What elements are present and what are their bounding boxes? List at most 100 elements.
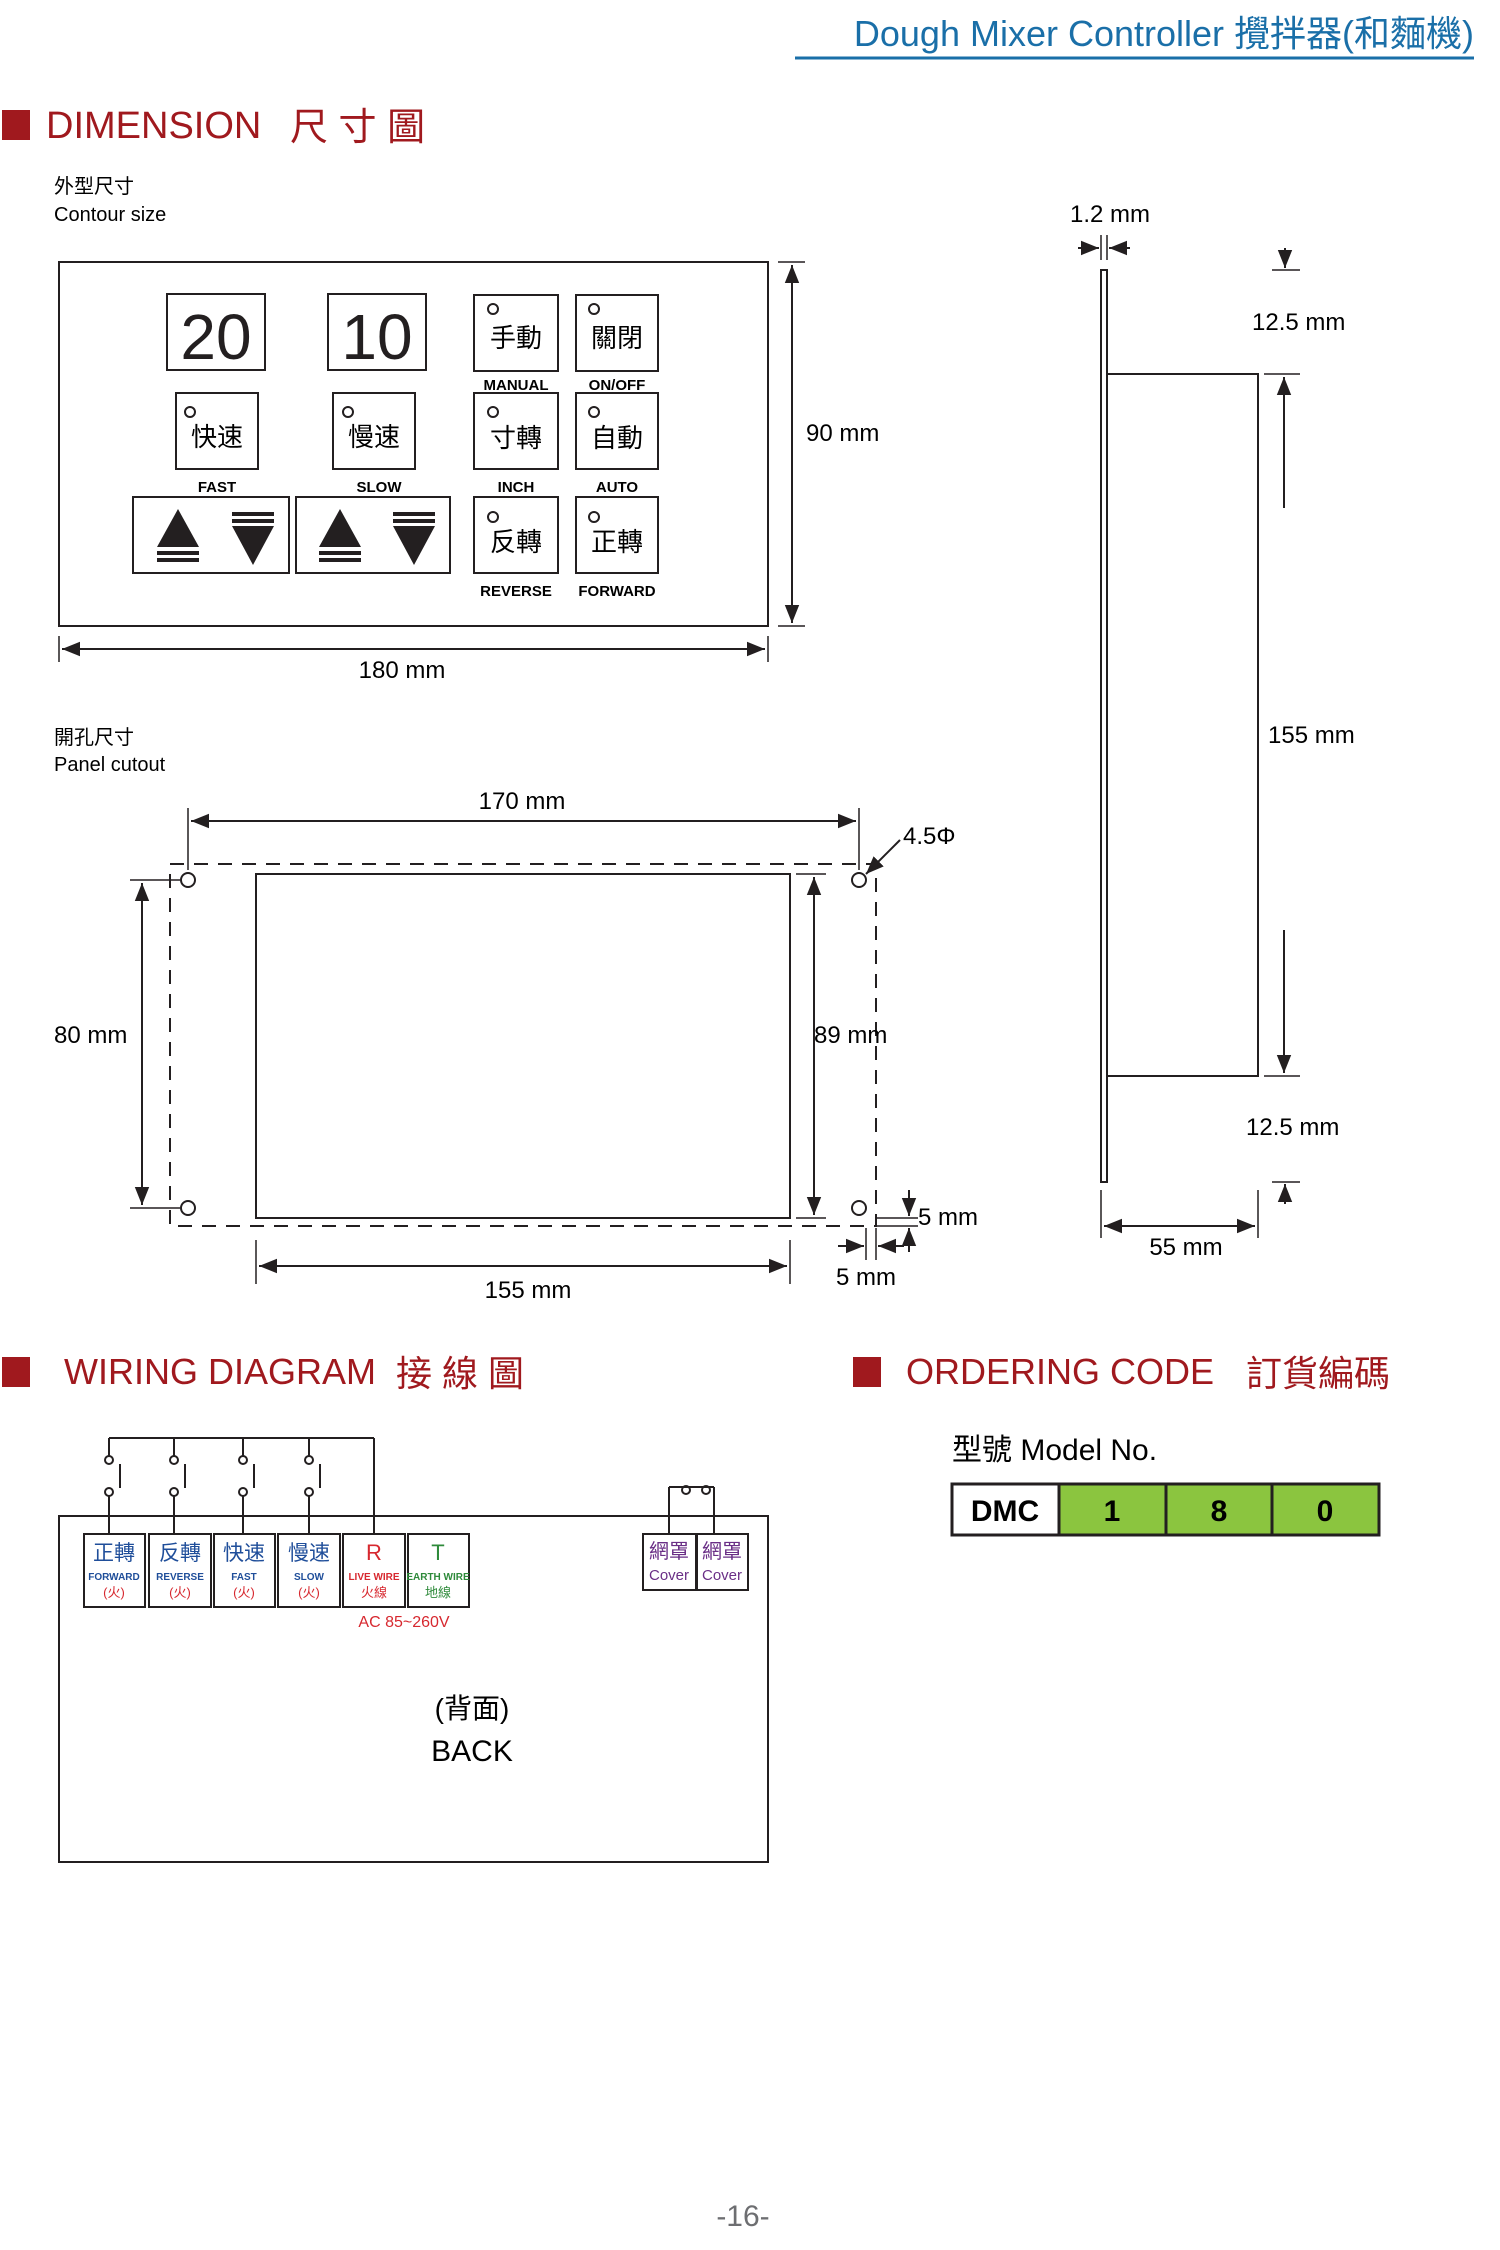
terminal-live-en: LIVE WIRE [348, 1572, 399, 1583]
terminal-earth-zh: T [431, 1540, 444, 1565]
key-slow-zh: 慢速 [348, 422, 400, 452]
cutout-label-en: Panel cutout [54, 754, 166, 776]
terminal-reverse: 反轉 REVERSE (火) [148, 1533, 212, 1608]
hole-top-left [180, 872, 196, 888]
key-forward: 正轉 FORWARD [575, 496, 659, 600]
cutout-width-label: 155 mm [485, 1277, 572, 1304]
display-left: 20 [166, 293, 266, 373]
cutout-inner-rect [255, 873, 791, 1219]
code-cell-0: 0 [1270, 1482, 1381, 1537]
key-on-off: 關閉 ON/OFF [575, 294, 659, 394]
terminal-earth-en: EARTH WIRE [406, 1572, 470, 1583]
up-arrow-icon [319, 509, 361, 547]
key-reverse: 反轉 REVERSE [473, 496, 559, 600]
terminal-cover-2: 網罩 Cover [696, 1533, 749, 1591]
key-fast-zh: 快速 [191, 422, 243, 452]
terminal-forward-en: FORWARD [88, 1572, 139, 1583]
terminal-fast-zh: 快速 [223, 1542, 265, 1565]
wiring-diagram: 正轉 FORWARD (火) 反轉 REVERSE (火) 快速 FAST (火… [58, 1437, 769, 1863]
down-arrow-icon [232, 526, 274, 565]
side-top-label: 12.5 mm [1252, 309, 1345, 336]
contour-label-en: Contour size [54, 204, 166, 226]
code-cell-8: 8 [1164, 1482, 1274, 1537]
section-marker-icon [2, 1357, 30, 1387]
terminal-fast-sub: (火) [233, 1585, 255, 1600]
key-on-off-en: ON/OFF [589, 377, 646, 394]
code-0-text: 0 [1317, 1495, 1334, 1528]
cutout-label-zh: 開孔尺寸 [54, 726, 134, 749]
cutout-view: 開孔尺寸 Panel cutout 170 mm 4.5Φ 80 mm 89 m… [54, 726, 978, 1304]
terminal-earth-sub: 地線 [425, 1585, 451, 1600]
code-8-text: 8 [1211, 1495, 1228, 1528]
key-forward-zh: 正轉 [591, 527, 643, 557]
ac-voltage-label: AC 85~260V [358, 1614, 450, 1631]
speed-up-down-keys-right [295, 496, 451, 574]
code-1-text: 1 [1104, 1495, 1121, 1528]
key-fast-en: FAST [198, 479, 236, 496]
key-fast: 快速 FAST [175, 392, 259, 496]
key-reverse-zh: 反轉 [490, 527, 542, 557]
terminal-reverse-en: REVERSE [156, 1572, 204, 1583]
display-right-value: 10 [341, 301, 412, 373]
key-inch: 寸轉 INCH [473, 392, 559, 496]
cutout-height-label: 89 mm [814, 1022, 887, 1049]
down-arrow-icon [393, 526, 435, 565]
display-left-value: 20 [180, 301, 251, 373]
hole-bottom-left [180, 1200, 196, 1216]
up-arrow-icon [157, 509, 199, 547]
code-cell-1: 1 [1057, 1482, 1168, 1537]
key-slow-en: SLOW [357, 479, 403, 496]
hole-bottom-right [851, 1200, 867, 1216]
key-auto: 自動 AUTO [575, 392, 659, 496]
cutout-hole-vspan-label: 80 mm [54, 1022, 127, 1049]
section-marker-icon [853, 1357, 881, 1387]
terminal-cover-1: 網罩 Cover [642, 1533, 697, 1591]
terminal-fast: 快速 FAST (火) [213, 1533, 276, 1608]
ordering-heading-zh: 訂貨編碼 [1246, 1353, 1390, 1394]
terminal-cover-2-zh: 網罩 [702, 1540, 742, 1563]
ordering-section-heading: ORDERING CODE 訂貨編碼 [853, 1351, 1390, 1394]
cutout-margin-v-label: 5 mm [918, 1204, 978, 1231]
key-reverse-en: REVERSE [480, 583, 552, 600]
key-manual: 手動 MANUAL [473, 294, 559, 394]
back-label-en: BACK [431, 1735, 513, 1768]
page-number: -16- [716, 2200, 769, 2233]
key-inch-zh: 寸轉 [490, 423, 542, 453]
page-title: Dough Mixer Controller 攪拌器(和麵機) [854, 13, 1474, 54]
terminal-live: R LIVE WIRE 火線 [342, 1533, 406, 1608]
cutout-dashed-outline [169, 863, 877, 1227]
terminal-slow: 慢速 SLOW (火) [277, 1533, 341, 1608]
terminal-forward-sub: (火) [103, 1585, 125, 1600]
code-dmc-text: DMC [971, 1495, 1039, 1528]
key-manual-en: MANUAL [484, 377, 549, 394]
cutout-margin-h-label: 5 mm [836, 1264, 896, 1291]
terminal-slow-en: SLOW [294, 1572, 325, 1583]
terminal-cover-2-en: Cover [702, 1567, 742, 1584]
ordering-code: 型號 Model No. DMC 1 8 0 [950, 1434, 1381, 1537]
back-panel-outline [58, 1515, 769, 1863]
key-manual-zh: 手動 [490, 323, 542, 353]
switch-network [104, 1437, 715, 1534]
code-cell-dmc: DMC [950, 1482, 1061, 1537]
dimension-heading-zh: 尺 寸 圖 [290, 107, 425, 149]
display-right: 10 [327, 293, 427, 373]
key-slow: 慢速 SLOW [332, 392, 416, 496]
side-depth-label: 55 mm [1149, 1234, 1222, 1261]
key-inch-en: INCH [498, 479, 535, 496]
speed-up-down-keys-left [132, 496, 290, 574]
terminal-fast-en: FAST [231, 1572, 257, 1583]
side-thickness-label: 1.2 mm [1070, 201, 1150, 228]
terminal-reverse-zh: 反轉 [159, 1542, 201, 1565]
wiring-heading-zh: 接 線 圖 [396, 1353, 524, 1394]
wiring-section-heading: WIRING DIAGRAM 接 線 圖 [2, 1351, 524, 1394]
hole-top-right [851, 872, 867, 888]
terminal-cover-1-zh: 網罩 [649, 1540, 689, 1563]
page-header: Dough Mixer Controller 攪拌器(和麵機) [795, 13, 1474, 60]
contour-height-label: 90 mm [806, 420, 879, 447]
terminal-live-sub: 火線 [361, 1585, 387, 1600]
side-body-label: 155 mm [1268, 722, 1355, 749]
terminal-forward: 正轉 FORWARD (火) [83, 1533, 146, 1608]
side-bottom-label: 12.5 mm [1246, 1114, 1339, 1141]
key-auto-en: AUTO [596, 479, 639, 496]
side-view: 1.2 mm 12.5 mm 155 mm 12.5 mm 55 mm [1070, 201, 1355, 1261]
